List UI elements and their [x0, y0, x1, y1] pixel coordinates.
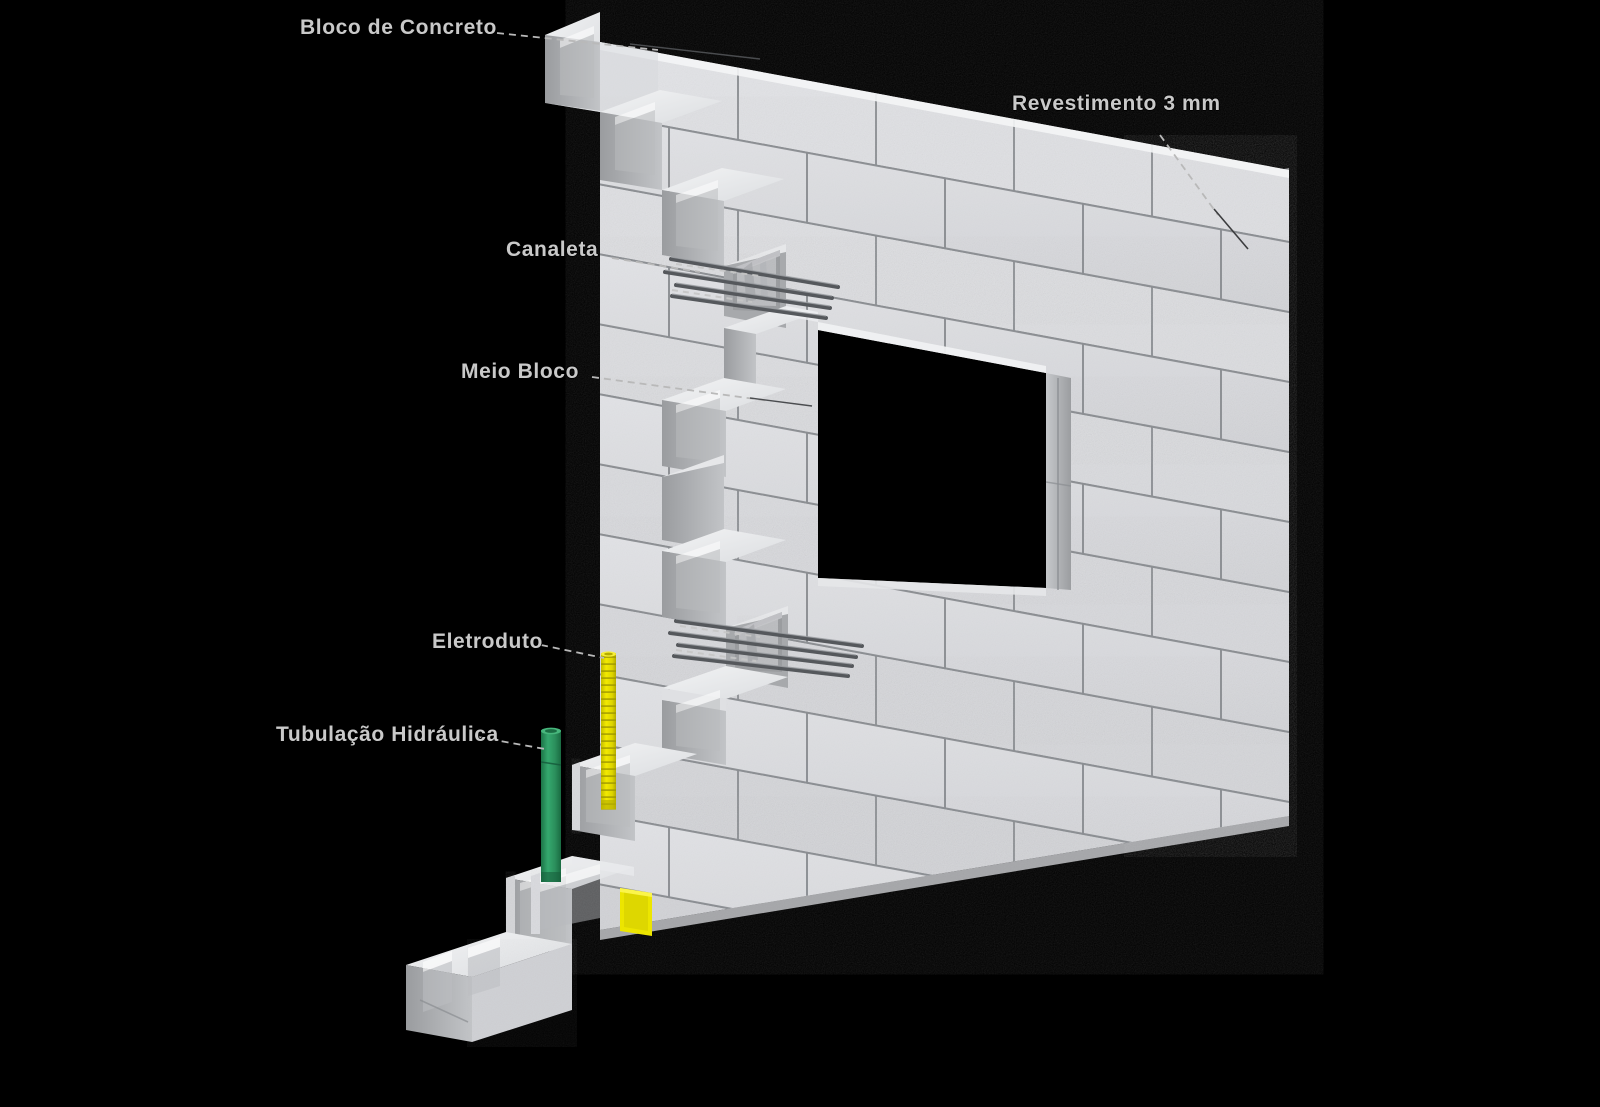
- leader-lines: [477, 32, 1249, 750]
- leader-revestimento: [1159, 134, 1249, 250]
- window-opening: [818, 322, 1072, 596]
- block-end-course-6: [662, 378, 786, 477]
- block-end-course-3: [662, 168, 784, 266]
- conduit-eletroduto: [601, 651, 616, 810]
- rebar-rods-upper: [663, 257, 840, 320]
- wall-top-edge: [600, 42, 1289, 178]
- label-tubulacao-hidraulica: Tubulação Hidráulica: [276, 723, 499, 746]
- rebar-rods-lower: [668, 619, 864, 678]
- electrical-box: [620, 888, 652, 936]
- label-canaleta: Canaleta: [506, 238, 599, 261]
- leader-eletroduto: [540, 644, 605, 659]
- course-hollow-detail: [531, 864, 600, 934]
- footing-block: [406, 932, 572, 1042]
- label-meio-bloco: Meio Bloco: [461, 360, 580, 383]
- wall-bottom-edge: [600, 816, 1289, 940]
- block-end-course-10: [662, 666, 788, 765]
- leader-bloco-de-concreto: [496, 32, 761, 60]
- label-revestimento: Revestimento 3 mm: [1012, 92, 1221, 115]
- rebar-rods-upper-highlight: [664, 256, 839, 317]
- block-end-course-8: [662, 529, 786, 628]
- leader-canaleta: [611, 257, 701, 273]
- water-pipe-tubulacao-hidraulica: [540, 727, 562, 882]
- rebar-rods-lower-highlight: [669, 618, 863, 675]
- stepped-block-ends: [406, 12, 818, 1042]
- label-bloco-de-concreto: Bloco de Concreto: [300, 16, 497, 39]
- block-end-course-7: [662, 455, 724, 551]
- leader-meio-bloco: [591, 376, 813, 407]
- block-end-course-2: [600, 90, 722, 190]
- label-eletroduto: Eletroduto: [432, 630, 543, 653]
